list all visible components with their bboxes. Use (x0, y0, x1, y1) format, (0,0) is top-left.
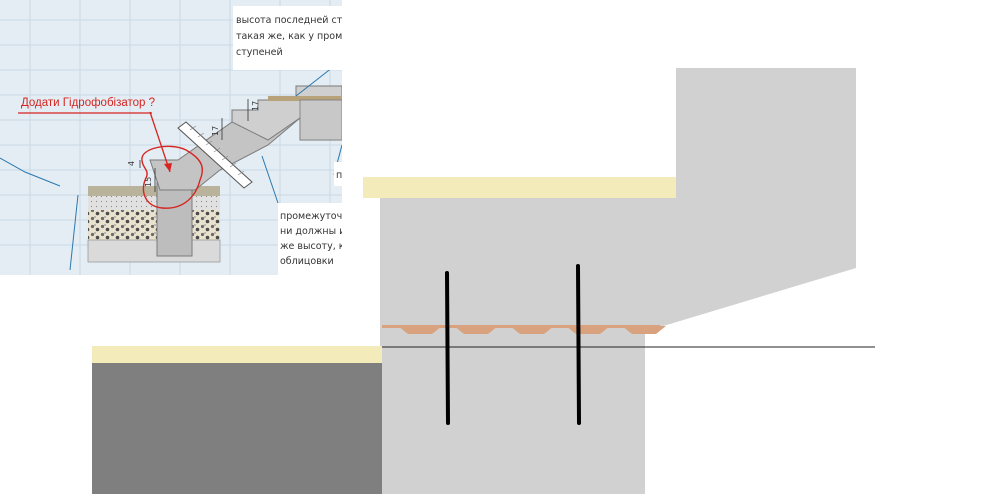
reference-inset: 17 17 4 15 Додати Гідрофобізатор ? высот… (0, 0, 357, 275)
note-bottom-line-4: облицовки (280, 256, 334, 267)
inset-dimension-lines (139, 99, 249, 192)
inset-sand (88, 196, 220, 210)
inset-gravel (88, 210, 220, 240)
red-highlight-loop (141, 145, 204, 209)
inset-column (156, 179, 193, 257)
dim-step-b: 17 (251, 101, 260, 111)
note-stub-box (334, 162, 342, 186)
note-top-line-3: ступеней (236, 47, 283, 58)
note-top-box (233, 6, 342, 70)
slab-cap (363, 177, 676, 198)
dim-small-b: 15 (144, 177, 153, 187)
note-bottom-line-1: промежуточн (280, 211, 348, 222)
note-top-line-2: такая же, как у промеж (236, 31, 357, 42)
concrete-slab (380, 198, 856, 494)
inset-base (87, 239, 221, 263)
inset-membrane-hatch (189, 125, 245, 176)
dim-step-a: 17 (211, 126, 220, 136)
rebar-bar (445, 271, 450, 425)
waterstop-tooth (454, 326, 498, 334)
rebar-bar (576, 264, 581, 425)
note-top-line-1: высота последней ступ (236, 15, 354, 26)
dim-small-a: 4 (127, 161, 136, 166)
waterstop-tooth (398, 326, 442, 334)
red-arrow-head (164, 163, 172, 172)
waterstop-tooth (510, 326, 554, 334)
left-dark-block (92, 363, 382, 494)
red-pointer-arrow (149, 111, 171, 173)
inset-paving (88, 186, 220, 196)
main-section (92, 68, 875, 494)
inset-step-cover (268, 96, 342, 101)
note-bottom-line-3: же высоту, как (280, 241, 356, 252)
upper-block (676, 68, 856, 198)
waterstop-tooth (622, 326, 666, 334)
note-bottom-line-2: ни должны им (280, 226, 353, 237)
red-annotation-text: Додати Гідрофобізатор ? (21, 97, 155, 109)
left-block-cap (92, 346, 382, 363)
note-bottom-box (278, 203, 342, 275)
rebars (445, 264, 581, 425)
inset-membrane (177, 121, 253, 189)
inset-pointer-lines (0, 59, 342, 271)
inset-landing (299, 99, 342, 141)
note-stub-text: п (336, 170, 342, 181)
